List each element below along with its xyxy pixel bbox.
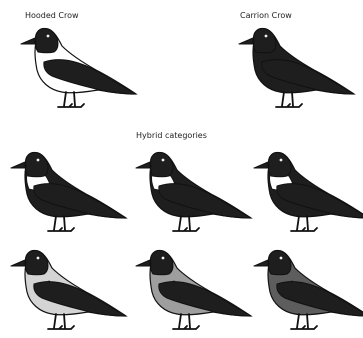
crow-legs	[291, 216, 317, 231]
crow-beak	[21, 38, 35, 44]
crow-legs	[48, 314, 74, 329]
hybrid-crow-1-illustration	[8, 146, 132, 240]
hybrid-crow-5-illustration	[133, 244, 257, 338]
hooded-crow-illustration	[18, 22, 142, 116]
crow-legs	[291, 314, 317, 329]
hybrid-crow-6-illustration	[251, 244, 363, 338]
crow-beak	[254, 260, 268, 266]
hybrid-categories-label: Hybrid categories	[136, 131, 207, 141]
crow-eye	[265, 35, 268, 38]
hybrid-crow-3-illustration	[251, 146, 363, 240]
crow-legs	[173, 216, 199, 231]
crow-beak	[239, 38, 253, 44]
crow-eye	[37, 257, 40, 260]
crow-eye	[47, 35, 50, 38]
crow-eye	[280, 257, 283, 260]
crow-beak	[11, 162, 25, 168]
crow-head	[269, 153, 291, 177]
hybrid-crow-4-illustration	[8, 244, 132, 338]
hybrid-crow-2-illustration	[133, 146, 257, 240]
crow-beak	[136, 162, 150, 168]
crow-head	[36, 29, 58, 53]
crow-beak	[254, 162, 268, 168]
crow-eye	[280, 159, 283, 162]
carrion-crow-label: Carrion Crow	[240, 11, 292, 21]
crow-head	[151, 251, 173, 275]
crow-eye	[162, 257, 165, 260]
crow-beak	[136, 260, 150, 266]
crow-legs	[48, 216, 74, 231]
crow-legs	[58, 92, 84, 107]
crow-eye	[162, 159, 165, 162]
crow-head	[254, 29, 276, 53]
crow-legs	[276, 92, 302, 107]
carrion-crow-illustration	[236, 22, 360, 116]
crow-eye	[37, 159, 40, 162]
crow-head	[269, 251, 291, 275]
crow-beak	[11, 260, 25, 266]
crow-head	[151, 153, 173, 177]
hooded-crow-label: Hooded Crow	[25, 11, 79, 21]
crow-head	[26, 251, 48, 275]
crow-legs	[173, 314, 199, 329]
crow-head	[26, 153, 48, 177]
